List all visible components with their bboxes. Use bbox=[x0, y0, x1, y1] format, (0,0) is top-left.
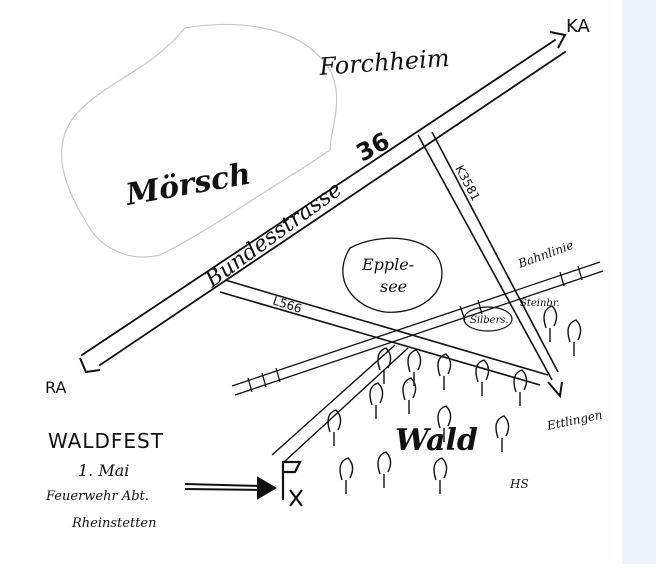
label-moersch: Mörsch bbox=[122, 157, 253, 214]
town-outline bbox=[60, 23, 338, 258]
label-steinbruch: Steinbr. bbox=[520, 298, 560, 309]
bahnlinie-railway bbox=[231, 261, 604, 396]
bundesstrasse-36-road bbox=[81, 39, 566, 366]
label-ka: KA bbox=[566, 16, 590, 37]
flag-icon bbox=[281, 460, 303, 507]
silbersee-lake bbox=[463, 306, 513, 332]
label-l566: L566 bbox=[271, 294, 303, 316]
side-panel bbox=[622, 0, 656, 564]
l566-road bbox=[219, 279, 549, 386]
label-initials: HS bbox=[509, 477, 529, 491]
event-date: 1. Mai bbox=[78, 461, 129, 480]
event-host-line1: Feuerwehr Abt. bbox=[45, 489, 149, 504]
event-title: WALDFEST bbox=[48, 429, 164, 453]
label-ettlingen: Ettlingen bbox=[545, 408, 604, 434]
event-host-line2: Rheinstetten bbox=[71, 516, 157, 531]
label-epplesee-2: see bbox=[380, 277, 407, 296]
label-k3581: K3581 bbox=[452, 163, 482, 203]
label-wald: Wald bbox=[395, 423, 478, 458]
label-epplesee-1: Epple- bbox=[361, 255, 414, 274]
label-bahnlinie: Bahnlinie bbox=[515, 238, 575, 271]
label-forchheim: Forchheim bbox=[317, 44, 450, 81]
event-note: WALDFEST 1. Mai Feuerwehr Abt. Rheinstet… bbox=[45, 429, 164, 531]
label-ra: RA bbox=[45, 378, 66, 397]
k3581-road bbox=[417, 131, 559, 381]
tree-icon bbox=[327, 305, 582, 494]
arrow-icon bbox=[184, 476, 277, 500]
label-silbersee: Silbers. bbox=[470, 315, 509, 326]
epplesee-lake bbox=[342, 237, 443, 313]
hand-drawn-map: KA RA Forchheim Mörsch 36 Bundesstrasse … bbox=[45, 16, 604, 531]
arrow-icon bbox=[79, 31, 567, 374]
arrow-icon bbox=[547, 381, 563, 399]
label-road-number: 36 bbox=[352, 127, 395, 167]
forest-road bbox=[271, 344, 409, 463]
